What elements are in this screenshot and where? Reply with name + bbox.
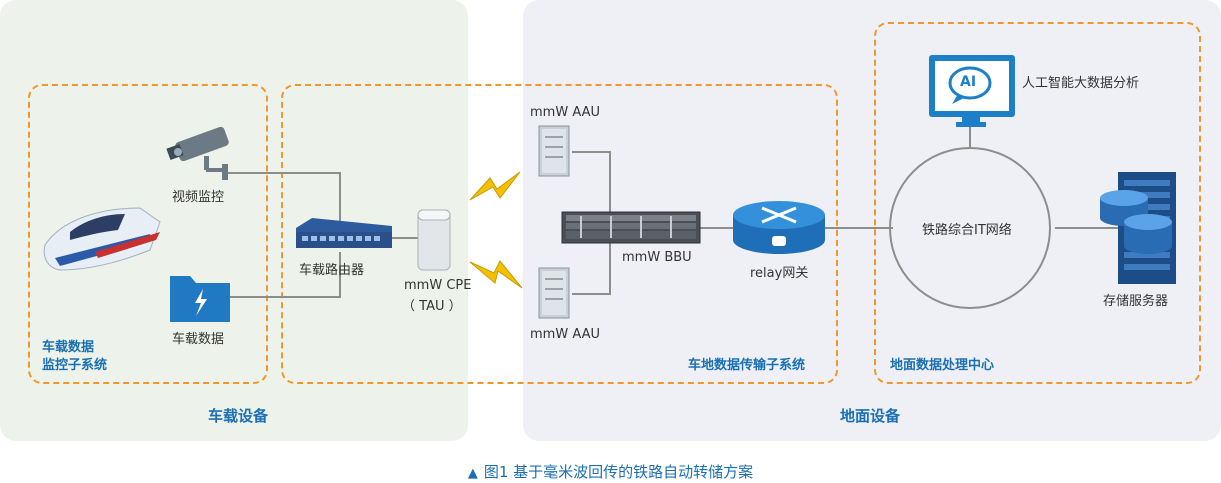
caption-marker-icon: ▲ xyxy=(467,466,478,481)
figure-caption: ▲ 图1 基于毫米波回传的铁路自动转储方案 xyxy=(0,461,1221,482)
bbu-icon xyxy=(561,211,701,244)
onboard-region-label: 车载设备 xyxy=(208,407,269,425)
aau-top-label: mmW AAU xyxy=(530,105,600,120)
train-icon xyxy=(43,207,161,271)
transmission-group xyxy=(281,84,838,384)
camera-icon xyxy=(166,126,229,180)
onboard-router-label: 车载路由器 xyxy=(299,263,365,278)
it-network-circle xyxy=(889,147,1051,309)
storage-server-label: 存储服务器 xyxy=(1103,294,1169,309)
lightning-bottom-icon xyxy=(469,260,523,289)
line-video-router xyxy=(228,172,341,229)
line-data-router xyxy=(230,252,341,298)
connection-lines xyxy=(228,127,1118,298)
ai-badge: AI xyxy=(960,74,977,90)
cpe-icon xyxy=(417,209,451,271)
folder-icon xyxy=(170,276,230,322)
ai-analysis-label: 人工智能大数据分析 xyxy=(1022,76,1140,91)
vehicle-monitor-group xyxy=(28,84,268,384)
cpe-label-line2: （ TAU ） xyxy=(402,299,462,314)
router-icon xyxy=(296,218,392,248)
cpe-label-line1: mmW CPE xyxy=(404,278,472,293)
ground-processing-group-label: 地面数据处理中心 xyxy=(890,358,995,373)
relay-gateway-icon xyxy=(733,201,825,254)
aau-top-icon xyxy=(538,125,570,177)
ground-region-label: 地面设备 xyxy=(840,407,901,425)
aau-bottom-label: mmW AAU xyxy=(530,327,600,342)
caption-text: 图1 基于毫米波回传的铁路自动转储方案 xyxy=(483,463,754,481)
aau-bottom-icon xyxy=(538,267,570,319)
bbu-label: mmW BBU xyxy=(622,250,692,265)
line-aau-bottom-bbu xyxy=(572,243,611,295)
vehicle-monitor-group-label-1: 车载数据 xyxy=(42,340,95,355)
transmission-group-label: 车地数据传输子系统 xyxy=(688,358,806,373)
storage-server-icon xyxy=(1100,172,1176,284)
ground-processing-group xyxy=(874,22,1201,384)
vehicle-monitor-group-label-2: 监控子系统 xyxy=(42,358,108,373)
relay-gateway-label: relay网关 xyxy=(750,266,809,281)
it-network-label: 铁路综合IT网络 xyxy=(922,223,1012,238)
video-monitor-label: 视频监控 xyxy=(172,190,225,205)
ai-monitor-icon xyxy=(929,55,1015,127)
lightning-top-icon xyxy=(469,171,521,201)
vehicle-data-label: 车载数据 xyxy=(172,332,225,347)
line-aau-top-bbu xyxy=(572,151,611,212)
